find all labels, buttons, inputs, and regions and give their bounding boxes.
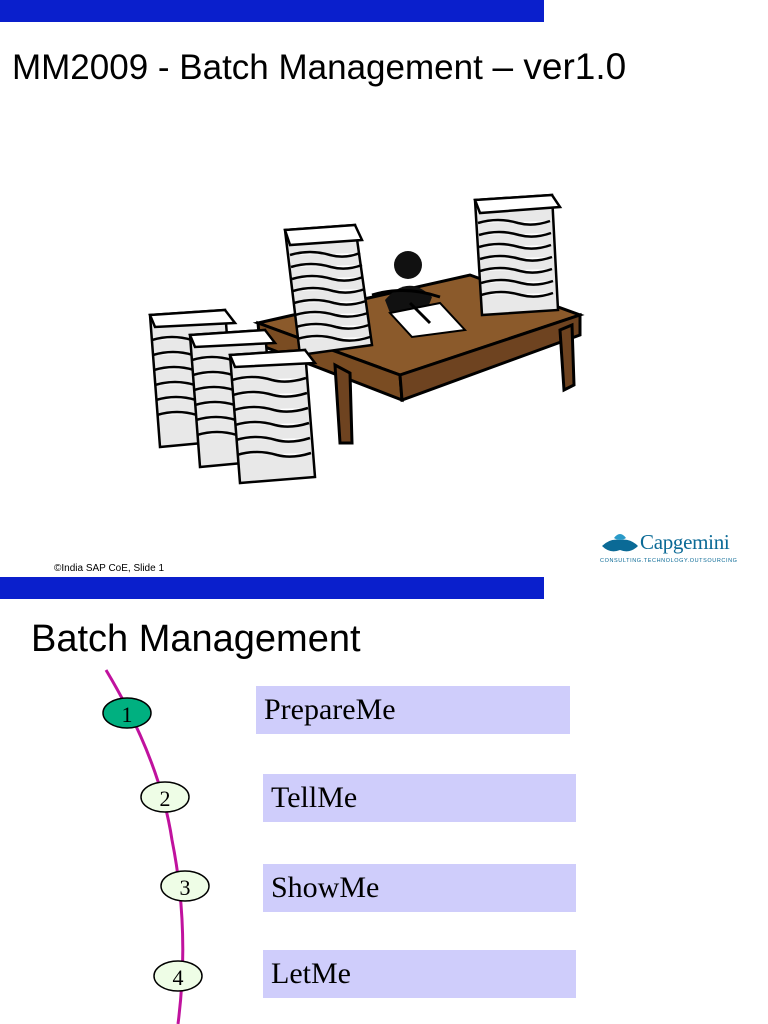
step-path-diagram: 1 2 3 4 [102,669,210,1024]
step-number-1: 1 [122,702,133,727]
step-number-2: 2 [160,786,171,811]
slide-footer: ©India SAP CoE, Slide 1 [54,563,165,574]
step-box-letme[interactable]: LetMe [263,950,576,998]
step-node-2 [140,781,190,813]
step-label-3: ShowMe [271,871,380,904]
step-box-prepareme[interactable]: PrepareMe [256,686,570,734]
section-title: Batch Management [31,618,361,660]
step-node-4 [153,960,203,992]
desk-clipart-illustration [148,193,585,485]
logo-wordmark: Capgemini [640,530,730,554]
slide-title: MM2009 - Batch Management – ver1.0 [12,46,626,88]
step-label-2: TellMe [271,781,358,814]
step-number-4: 4 [173,965,184,990]
capgemini-logo: Capgemini CONSULTING.TECHNOLOGY.OUTSOURC… [600,528,750,568]
top-blue-bar [0,0,544,22]
step-label-1: PrepareMe [264,693,396,726]
spade-icon [602,534,638,552]
section-blue-bar [0,577,544,599]
step-box-showme[interactable]: ShowMe [263,864,576,912]
logo-tagline: CONSULTING.TECHNOLOGY.OUTSOURCING [600,558,738,564]
slide-title-main: MM2009 - Batch Management [12,48,493,87]
slide-title-version: – ver1.0 [492,46,627,87]
step-node-1 [102,697,152,729]
step-node-3 [160,870,210,902]
step-box-tellme[interactable]: TellMe [263,774,576,822]
step-number-3: 3 [180,875,191,900]
step-label-4: LetMe [271,957,351,990]
